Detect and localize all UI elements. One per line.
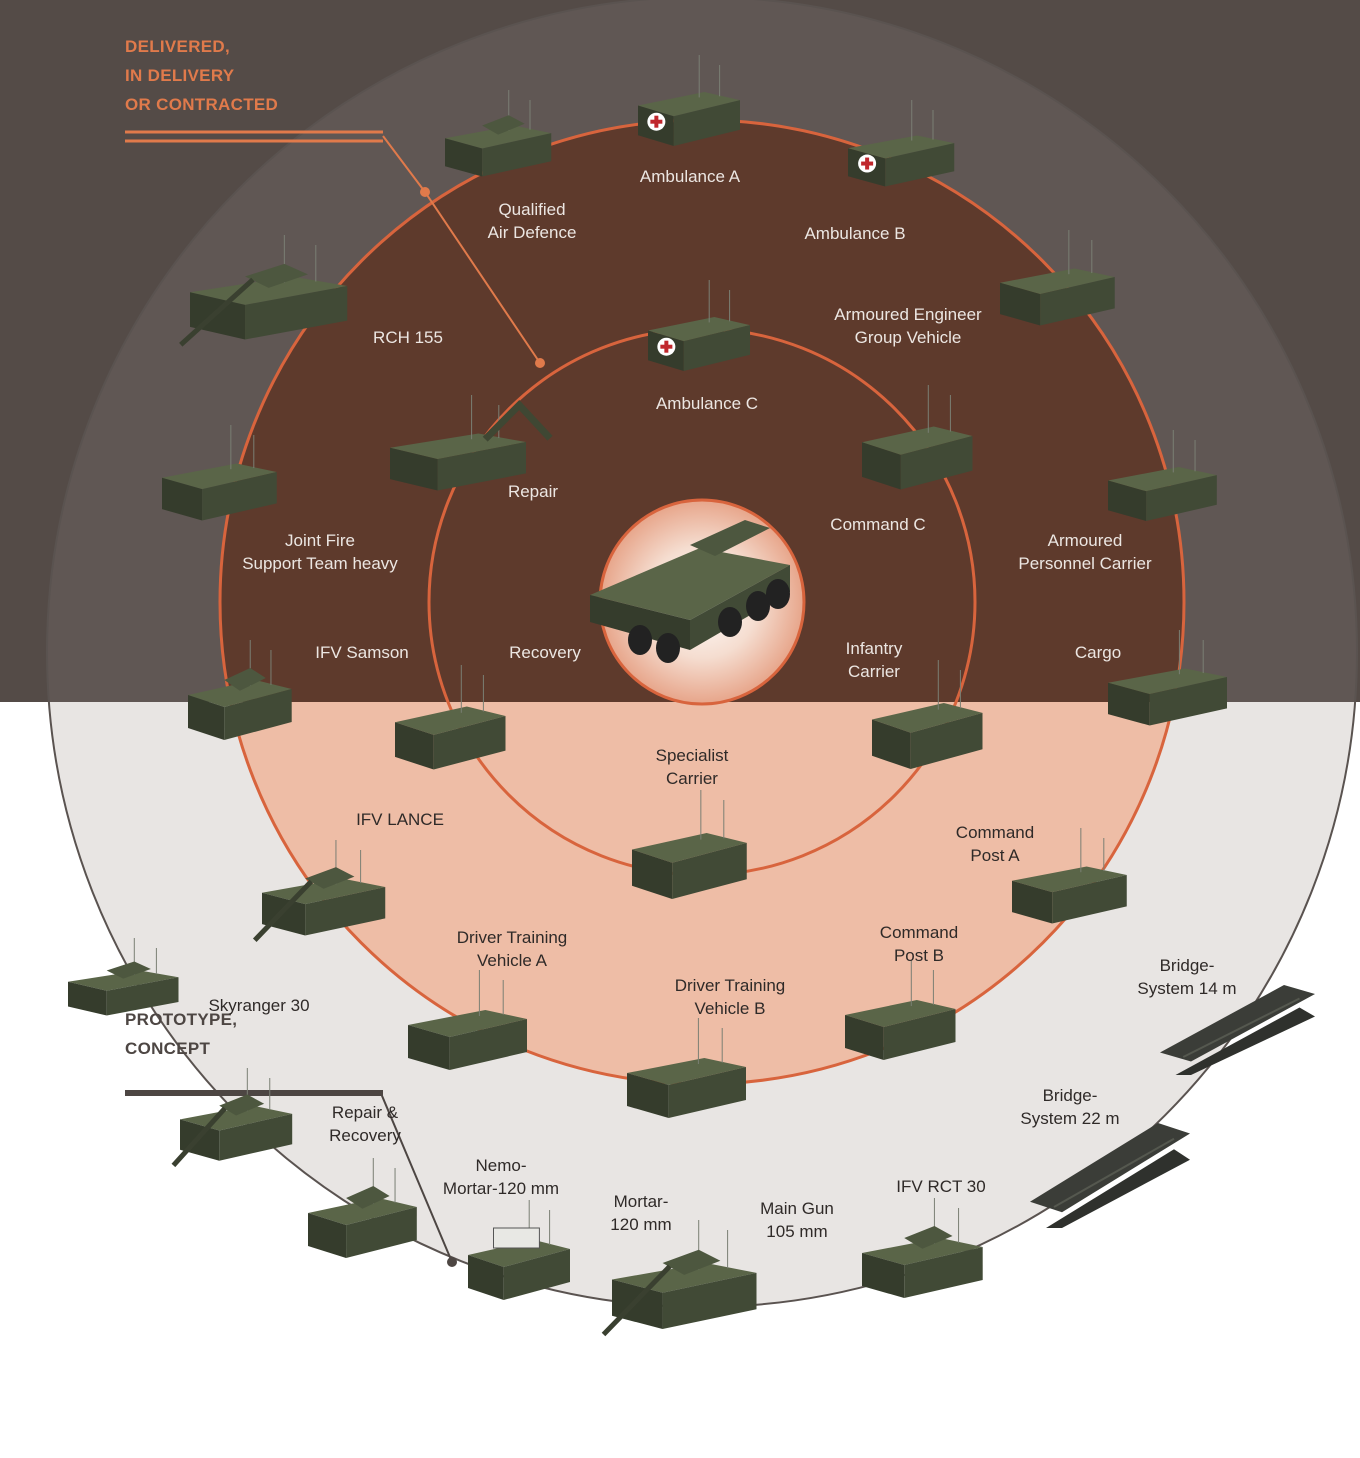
air-defence-turret-vehicle-icon <box>68 938 179 1016</box>
label-infantry-carrier: Infantry Carrier <box>845 639 903 681</box>
ambulance-vehicle-icon <box>638 55 740 146</box>
engineer-vehicle-icon <box>1000 230 1115 326</box>
label-specialist-carrier: Specialist Carrier <box>655 746 729 788</box>
label-bridge-system-22m: Bridge- System 22 m <box>1020 1086 1120 1128</box>
label-ambulance-a: Ambulance A <box>639 167 741 186</box>
driver-training-vehicle-icon <box>408 970 527 1070</box>
label-ifv-lance: IFV LANCE <box>356 810 444 829</box>
label-ambulance-b: Ambulance B <box>804 224 906 243</box>
legend-delivered: DELIVERED, IN DELIVERY OR CONTRACTED <box>125 37 279 114</box>
mortar-turret-vehicle-icon <box>308 1158 417 1258</box>
label-driver-training-vehicle-a: Driver Training Vehicle A <box>456 928 568 970</box>
command-post-vehicle-icon <box>1012 828 1127 924</box>
main-gun-vehicle-icon <box>601 1220 757 1337</box>
label-ifv-samson: IFV Samson <box>315 643 409 662</box>
apc-vehicle-icon <box>1108 430 1217 521</box>
cargo-vehicle-icon <box>1108 630 1227 726</box>
repair-recovery-vehicle-icon <box>171 1068 293 1168</box>
label-recovery: Recovery <box>509 643 581 662</box>
howitzer-vehicle-icon <box>179 235 348 347</box>
label-nemo-mortar-120mm: Nemo- Mortar-120 mm <box>442 1156 560 1198</box>
ifv-turret-vehicle-icon <box>188 640 292 740</box>
fire-support-vehicle-icon <box>162 425 277 521</box>
recovery-vehicle-icon <box>395 665 506 770</box>
label-rch-155: RCH 155 <box>373 328 443 347</box>
label-command-post-b: Command Post B <box>879 923 959 965</box>
label-mortar-120mm: Mortar- 120 mm <box>610 1192 672 1234</box>
label-armoured-engineer-group-vehicle: Armoured Engineer Group Vehicle <box>834 305 982 347</box>
command-vehicle-icon <box>862 385 973 490</box>
legend-leader-delivered <box>125 130 545 368</box>
label-ambulance-c: Ambulance C <box>655 394 759 413</box>
label-bridge-system-14m: Bridge- System 14 m <box>1137 956 1237 998</box>
specialist-carrier-vehicle-icon <box>632 790 747 899</box>
command-post-vehicle-icon <box>845 960 956 1060</box>
label-driver-training-vehicle-b: Driver Training Vehicle B <box>674 976 786 1018</box>
label-main-gun-105mm: Main Gun 105 mm <box>760 1199 834 1241</box>
ifv-turret-vehicle-icon <box>862 1198 983 1298</box>
label-command-c: Command C <box>830 515 926 534</box>
label-qualified-air-defence: Qualified Air Defence <box>487 200 577 242</box>
ambulance-vehicle-icon <box>848 100 955 187</box>
delivered-zone <box>218 118 1186 1086</box>
label-repair: Repair <box>507 482 559 501</box>
label-skyranger-30: Skyranger 30 <box>208 996 310 1015</box>
label-command-post-a: Command Post A <box>955 823 1035 865</box>
ambulance-vehicle-icon <box>648 280 750 371</box>
bridge-module-icon <box>1160 985 1315 1075</box>
mortar-vehicle-icon <box>468 1200 570 1300</box>
legend-prototype: PROTOTYPE, CONCEPT <box>125 1010 238 1058</box>
label-ifv-rct-30: IFV RCT 30 <box>896 1177 986 1196</box>
label-armoured-personnel-carrier: Armoured Personnel Carrier <box>1018 531 1152 573</box>
legend-leader-prototype <box>125 1090 457 1267</box>
driver-training-vehicle-icon <box>627 1018 746 1118</box>
infantry-carrier-vehicle-icon <box>872 660 983 769</box>
label-joint-fire-support-team-heavy: Joint Fire Support Team heavy <box>242 531 398 573</box>
label-repair-and-recovery: Repair & Recovery <box>329 1103 401 1145</box>
wheeled-6x6-chassis-icon <box>590 520 790 663</box>
bridge-module-icon <box>1030 1123 1190 1228</box>
repair-crane-vehicle-icon <box>390 395 553 491</box>
ifv-turret-vehicle-icon <box>252 840 386 942</box>
air-defence-vehicle-icon <box>445 90 552 177</box>
label-cargo: Cargo <box>1074 643 1122 662</box>
